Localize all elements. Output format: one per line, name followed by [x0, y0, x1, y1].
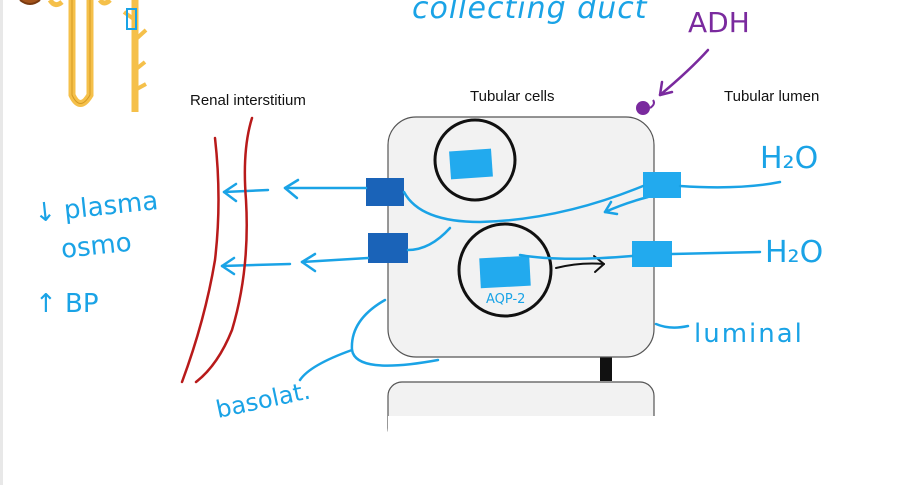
- lower-vesicle-aqp2: [479, 255, 531, 289]
- tight-junction: [600, 357, 612, 381]
- plasma-osmo-line2: osmo: [60, 228, 133, 265]
- upper-vesicle-aqp2: [449, 148, 493, 180]
- water-flow-top: [222, 178, 782, 224]
- aqp2-label: AQP-2: [486, 292, 525, 307]
- blood-vessel: [180, 116, 254, 384]
- adjacent-cell-crop: [388, 416, 656, 446]
- highlight-box: [126, 8, 137, 30]
- messenger-to-channel-arrow: [603, 195, 650, 216]
- tubular-cell: [387, 116, 655, 358]
- plasma-osmo-line1: ↓ plasma: [33, 186, 160, 229]
- collecting-duct-label: collecting duct: [412, 0, 648, 26]
- adh-label: ADH: [688, 6, 750, 39]
- apical-channel-top: [643, 172, 681, 198]
- water-label-bottom: H₂O: [765, 235, 823, 270]
- nephron-illustration: [19, 0, 148, 112]
- lower-vesicle: [457, 222, 553, 318]
- basolateral-channel-top: [366, 178, 404, 206]
- apical-channel-bottom: [632, 241, 672, 267]
- luminal-label: luminal: [694, 319, 804, 349]
- basolateral-channel-bottom: [368, 233, 408, 263]
- upper-vesicle: [433, 118, 517, 202]
- basolateral-bracket: [298, 298, 440, 382]
- heading-tubular-lumen: Tubular lumen: [724, 88, 819, 105]
- water-label-top: H₂O: [760, 141, 818, 176]
- bp-label: ↑ BP: [35, 289, 99, 319]
- luminal-pointer: [654, 322, 690, 329]
- basolateral-label: basolat.: [213, 377, 312, 424]
- adh-receptor: [636, 99, 655, 115]
- adh-arrow: [658, 48, 710, 97]
- page-left-edge: [0, 0, 3, 485]
- heading-renal-interstitium: Renal interstitium: [190, 92, 306, 109]
- water-flow-bottom: [220, 226, 762, 276]
- heading-tubular-cells: Tubular cells: [470, 88, 554, 105]
